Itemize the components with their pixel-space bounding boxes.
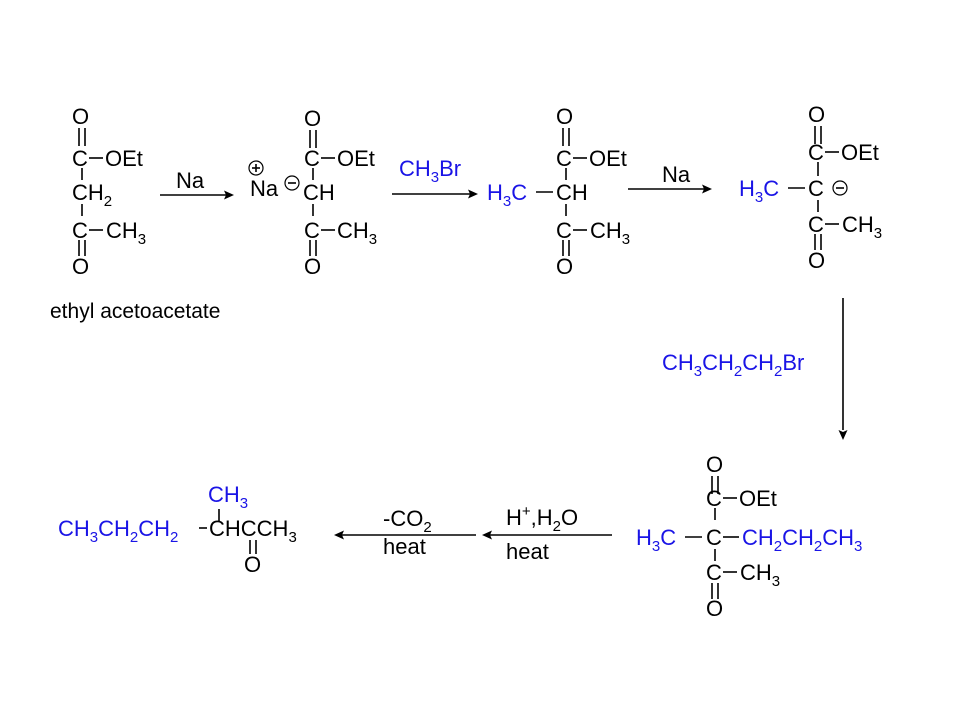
atom-o-bottom: O [706, 596, 723, 621]
atom-c-ester: C [706, 486, 722, 511]
compound-name-label: ethyl acetoacetate [50, 300, 220, 323]
atom-o-top: O [304, 106, 321, 131]
molecule-enolate-2: O C OEt H3C C C CH3 O [739, 102, 882, 273]
positive-charge-icon [248, 160, 264, 176]
negative-charge-icon [832, 180, 848, 196]
arrow-step-4: CH3CH2CH2Br [662, 298, 848, 440]
atom-o-bottom: O [304, 254, 321, 279]
reagent-heat-1: heat [506, 539, 549, 564]
group-ch: CH [556, 180, 588, 205]
group-ch2: CH2 [72, 180, 112, 210]
group-ch3: CH3 [842, 212, 882, 242]
molecule-dialkylated: O C OEt H3C C CH2CH2CH3 C CH3 O [636, 452, 862, 621]
group-ch3: CH3 [590, 218, 630, 248]
atom-c-ketone: C [72, 218, 88, 243]
reagent-heat-2: heat [383, 534, 426, 559]
arrow-step-1: Na [160, 168, 234, 200]
group-h3c-blue: H3C [739, 176, 779, 206]
atom-c-ketone: C [304, 218, 320, 243]
reagent-na-2: Na [662, 162, 691, 187]
group-oet: OEt [841, 140, 879, 165]
atom-o-bottom: O [72, 254, 89, 279]
arrow-step-5: H+,H2O heat [482, 503, 612, 564]
group-h3c-blue: H3C [636, 525, 676, 555]
molecule-methylated: O C OEt H3C CH C CH3 O [487, 104, 630, 279]
reagent-na-1: Na [176, 168, 205, 193]
atom-o-bottom: O [556, 254, 573, 279]
arrow-step-3: Na [628, 162, 712, 194]
group-oet: OEt [589, 146, 627, 171]
arrow-step-2: CH3Br [392, 156, 478, 199]
group-propyl-blue: CH2CH2CH3 [742, 525, 862, 555]
reagent-acid-water: H+,H2O [506, 503, 578, 535]
atom-c-ester: C [556, 146, 572, 171]
atom-c-ketone: C [556, 218, 572, 243]
atom-o-bottom: O [808, 248, 825, 273]
molecule-ethyl-acetoacetate: O C OEt CH2 C CH3 O [72, 104, 146, 279]
atom-c-ester: C [808, 140, 824, 165]
reagent-minus-co2: -CO2 [383, 506, 432, 536]
negative-charge-icon [284, 175, 300, 191]
sodium-counterion: Na [250, 176, 279, 201]
group-oet: OEt [739, 486, 777, 511]
atom-o-top: O [706, 452, 723, 477]
atom-o-top: O [556, 104, 573, 129]
atom-c-ester: C [72, 146, 88, 171]
group-ch3: CH3 [106, 218, 146, 248]
molecule-product-ketone: CH3 CH3CH2CH2 CHCCH3 O [58, 482, 297, 577]
reagent-propyl-bromide: CH3CH2CH2Br [662, 350, 804, 380]
group-ch3: CH3 [337, 218, 377, 248]
group-propyl-chain-blue: CH3CH2CH2 [58, 516, 178, 546]
group-branch-ch3-blue: CH3 [208, 482, 248, 512]
molecule-enolate-1: Na O C OEt CH C CH3 O [248, 106, 377, 279]
atom-c-ketone: C [808, 212, 824, 237]
group-ch: CH [303, 180, 335, 205]
group-oet: OEt [105, 146, 143, 171]
reagent-ch3br: CH3Br [399, 156, 461, 186]
group-h3c-blue: H3C [487, 180, 527, 210]
atom-c-quaternary: C [706, 525, 722, 550]
arrow-step-6: -CO2 heat [334, 506, 476, 559]
group-ch3: CH3 [740, 560, 780, 590]
atom-c-carbanion: C [808, 176, 824, 201]
group-oet: OEt [337, 146, 375, 171]
atom-o-top: O [72, 104, 89, 129]
group-chcch3: CHCCH3 [209, 516, 297, 546]
atom-o-carbonyl: O [244, 552, 261, 577]
atom-c-ketone: C [706, 560, 722, 585]
atom-o-top: O [808, 102, 825, 127]
atom-c-ester: C [304, 146, 320, 171]
